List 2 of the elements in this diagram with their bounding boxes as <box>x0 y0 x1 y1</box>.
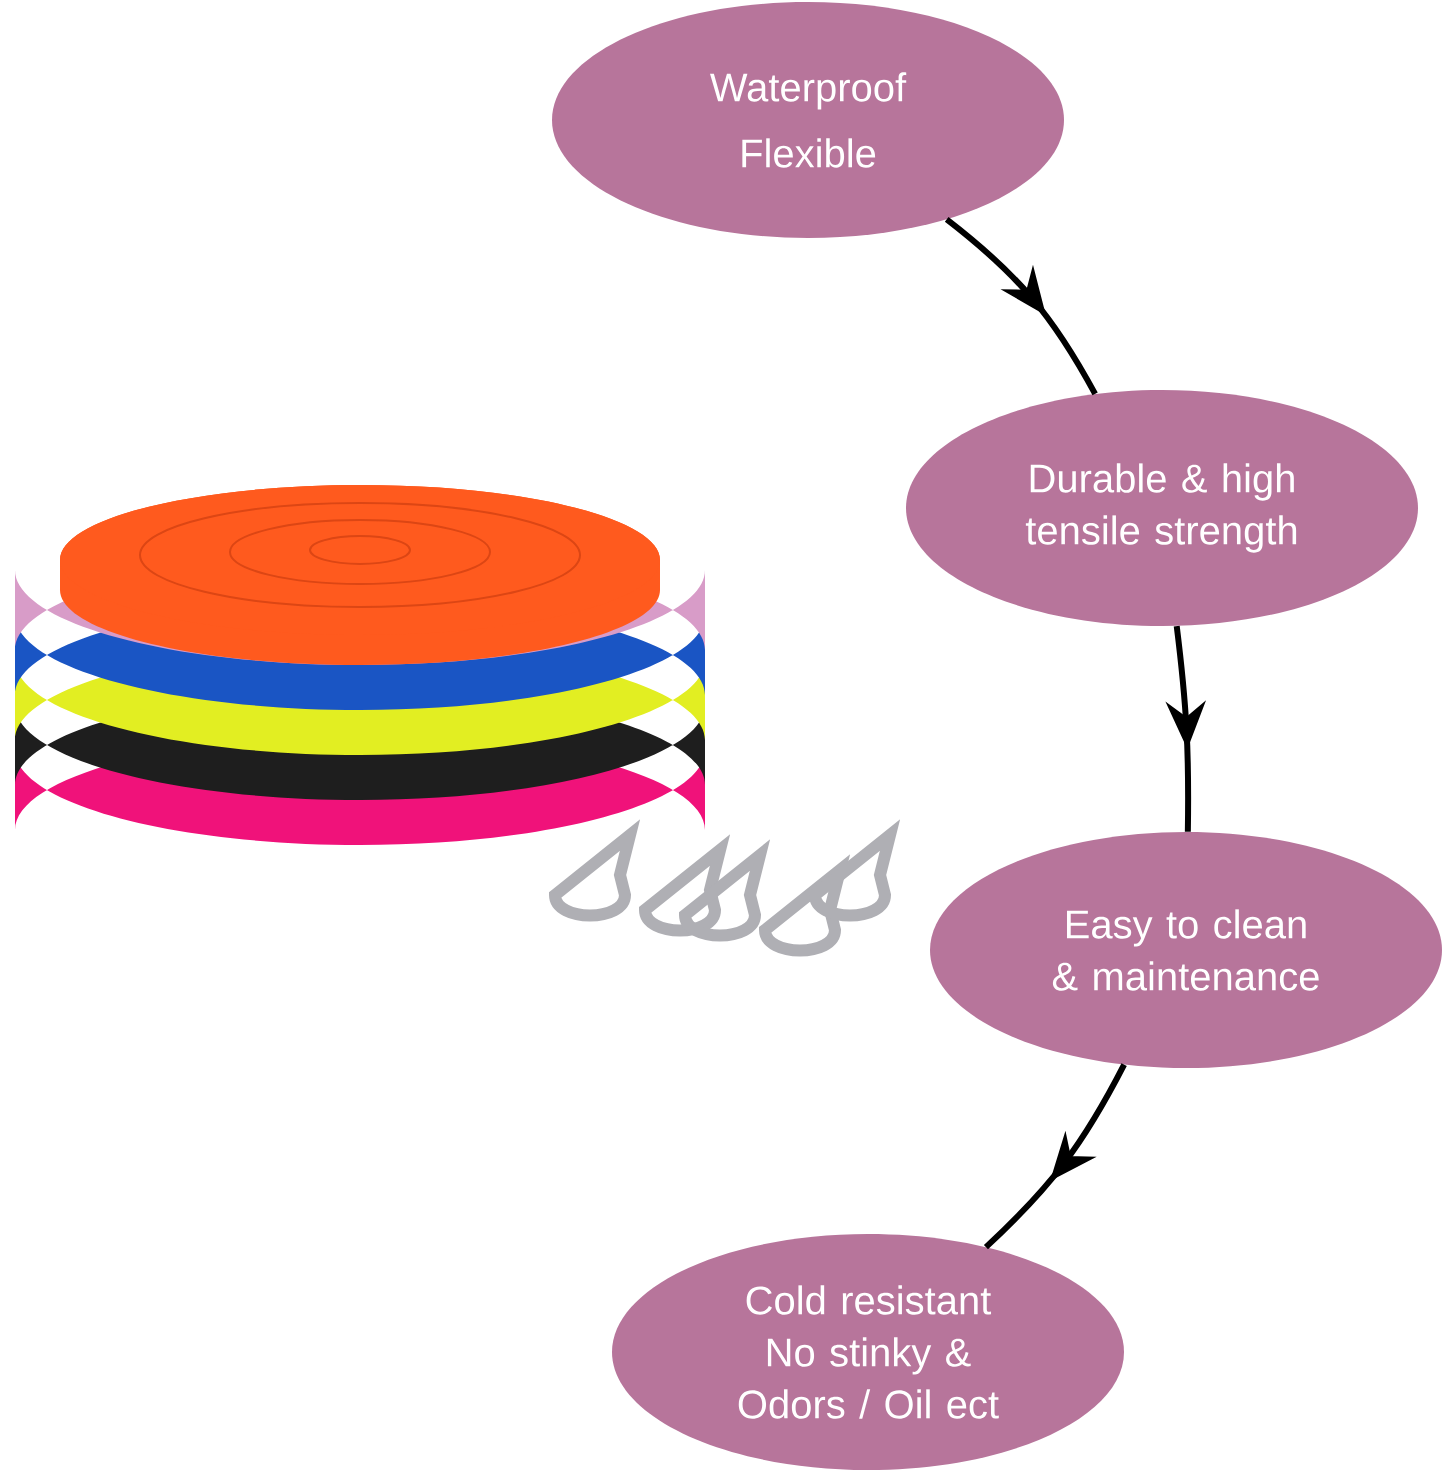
arrow <box>944 217 1098 396</box>
arrow <box>983 1063 1127 1250</box>
